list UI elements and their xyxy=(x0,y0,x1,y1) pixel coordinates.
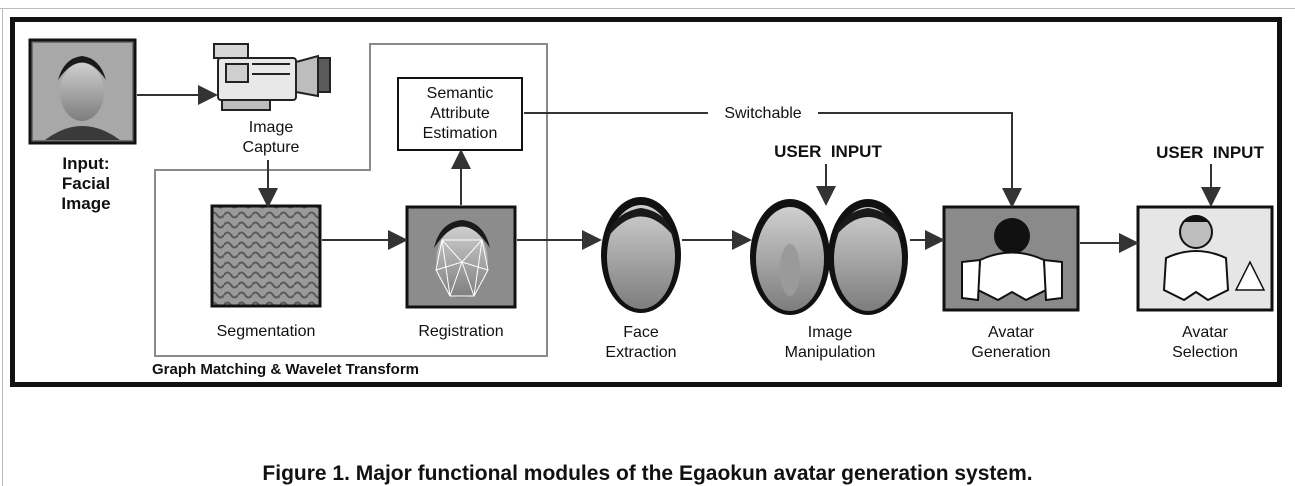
image-manipulation-label: Image Manipulation xyxy=(784,324,876,361)
face-extraction-label: Face Extraction xyxy=(605,324,677,361)
registration-label: Registration xyxy=(418,323,504,340)
switchable-label: Switchable xyxy=(724,105,802,122)
figure-frame xyxy=(10,17,1282,387)
avatar-selection-label: Avatar Selection xyxy=(1172,324,1238,361)
image-capture-label: Image Capture xyxy=(242,119,300,156)
graph-matching-label: Graph Matching & Wavelet Transform xyxy=(152,361,419,378)
segmentation-label: Segmentation xyxy=(216,323,316,340)
avatar-generation-image xyxy=(942,205,1080,312)
user-input-label-manipulation: USER INPUT xyxy=(774,142,882,161)
semantic-attribute-box xyxy=(397,77,523,151)
camcorder-icon xyxy=(213,43,331,111)
registration-image xyxy=(405,205,517,309)
avatar-generation-label: Avatar Generation xyxy=(971,324,1051,361)
graph-matching-group-box xyxy=(154,43,548,357)
input-facial-image-label: Input: Facial Image xyxy=(61,154,111,213)
avatar-selection-image xyxy=(1136,205,1274,312)
page-top-rule xyxy=(0,8,1295,9)
input-face-photo xyxy=(28,38,137,145)
semantic-attribute-label: Semantic Attribute Estimation xyxy=(422,85,498,142)
connector-arrows xyxy=(137,85,1221,253)
user-input-label-selection: USER INPUT xyxy=(1156,143,1264,162)
segmentation-image xyxy=(210,204,322,308)
image-manipulation-ovals xyxy=(750,199,908,315)
figure-caption: Figure 1. Major functional modules of th… xyxy=(262,462,1033,485)
face-extraction-oval xyxy=(601,197,681,313)
page-left-rule xyxy=(2,8,3,486)
